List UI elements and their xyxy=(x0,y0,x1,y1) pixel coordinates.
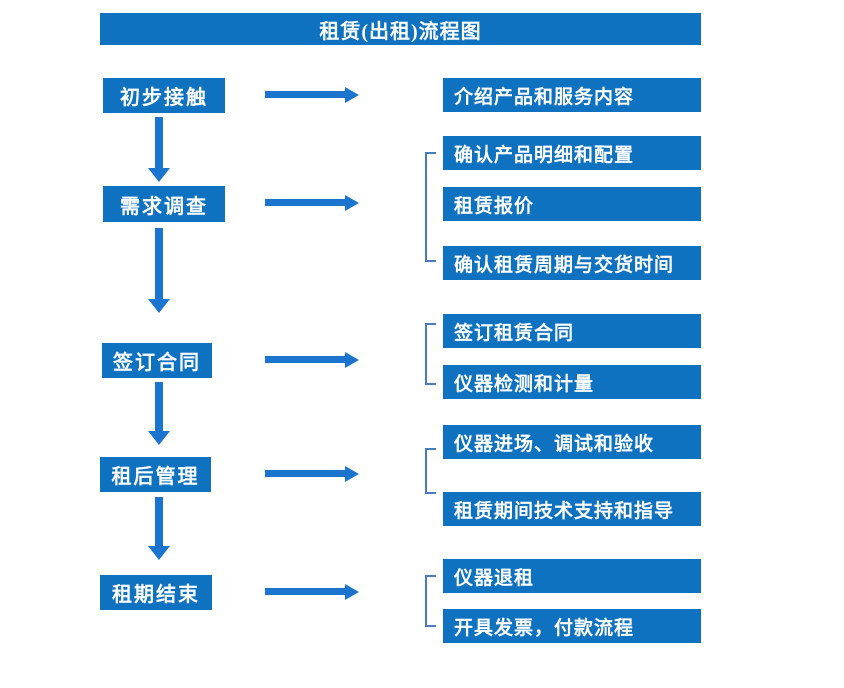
detail-box-instrument-return: 仪器退租 xyxy=(443,559,701,593)
stage-box-demand-survey: 需求调查 xyxy=(103,186,225,222)
detail-box-confirm-product-details: 确认产品明细和配置 xyxy=(443,136,701,170)
diagram-title: 租赁(出租)流程图 xyxy=(100,13,701,45)
bracket-group-sign-contract xyxy=(425,323,436,385)
right-arrow-2 xyxy=(265,195,359,211)
down-arrow-4 xyxy=(148,497,170,560)
right-arrow-1-stem xyxy=(265,91,345,98)
right-arrow-5-head xyxy=(345,584,359,600)
down-arrow-2 xyxy=(148,228,170,313)
right-arrow-4 xyxy=(265,466,359,482)
right-arrow-3-head xyxy=(345,352,359,368)
detail-box-invoice-payment-process: 开具发票，付款流程 xyxy=(443,609,701,643)
bracket-group-demand-survey xyxy=(425,152,436,262)
detail-box-instrument-entry-debug-acceptance: 仪器进场、调试和验收 xyxy=(443,425,701,459)
right-arrow-5-stem xyxy=(265,588,345,595)
down-arrow-1-stem xyxy=(155,117,163,168)
down-arrow-3 xyxy=(148,382,170,445)
right-arrow-3-stem xyxy=(265,356,345,363)
right-arrow-1-head xyxy=(345,87,359,103)
right-arrow-3 xyxy=(265,352,359,368)
bracket-group-post-rental xyxy=(425,448,436,494)
detail-box-confirm-rental-period-delivery: 确认租赁周期与交货时间 xyxy=(443,246,701,280)
down-arrow-2-head xyxy=(148,299,170,313)
stage-box-sign-contract: 签订合同 xyxy=(102,343,212,378)
right-arrow-5 xyxy=(265,584,359,600)
down-arrow-1 xyxy=(148,117,170,182)
bracket-group-rental-end xyxy=(425,575,436,627)
right-arrow-4-stem xyxy=(265,470,345,477)
stage-box-post-rental-management: 租后管理 xyxy=(100,457,211,492)
down-arrow-2-stem xyxy=(155,228,163,299)
right-arrow-2-head xyxy=(345,195,359,211)
stage-box-rental-end: 租期结束 xyxy=(100,575,212,610)
detail-box-sign-rental-contract: 签订租赁合同 xyxy=(443,314,701,348)
detail-box-introduce-products-services: 介绍产品和服务内容 xyxy=(443,78,701,112)
right-arrow-1 xyxy=(265,87,359,103)
detail-box-technical-support-guidance: 租赁期间技术支持和指导 xyxy=(443,492,701,526)
detail-box-instrument-testing-metering: 仪器检测和计量 xyxy=(443,365,701,399)
detail-box-rental-quotation: 租赁报价 xyxy=(443,187,701,221)
down-arrow-3-stem xyxy=(155,382,163,431)
right-arrow-2-stem xyxy=(265,199,345,206)
down-arrow-4-stem xyxy=(155,497,163,546)
down-arrow-4-head xyxy=(148,546,170,560)
right-arrow-4-head xyxy=(345,466,359,482)
stage-box-initial-contact: 初步接触 xyxy=(103,78,225,113)
down-arrow-1-head xyxy=(148,168,170,182)
down-arrow-3-head xyxy=(148,431,170,445)
